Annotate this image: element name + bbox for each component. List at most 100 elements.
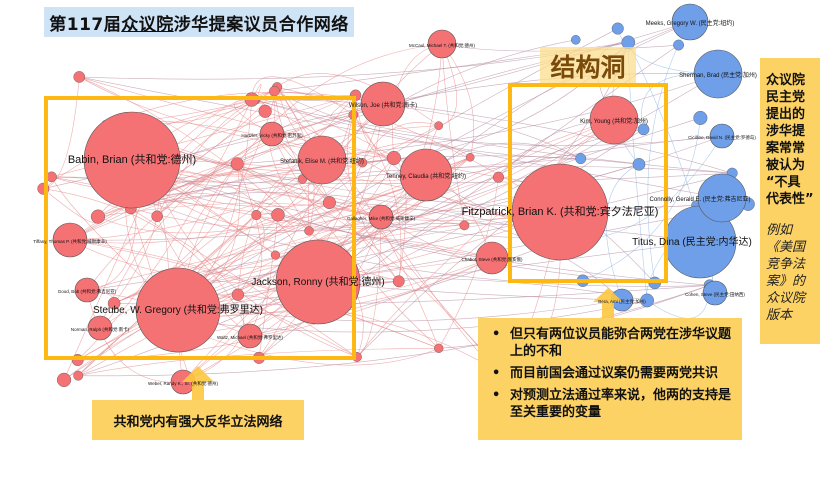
collaboration-edge [69, 125, 439, 241]
member-node-sherman [693, 49, 743, 99]
minor-member-node [492, 171, 505, 183]
member-node-cicilline [709, 123, 735, 149]
member-node-steube [135, 267, 221, 353]
callout-bullet: 对预测立法通过率来说，他两的支持是至关重要的变量 [488, 387, 732, 421]
side-line: 民主党 [766, 90, 806, 105]
minor-member-node [434, 343, 444, 353]
minor-member-node [270, 250, 280, 260]
collaboration-edge [356, 119, 615, 358]
member-node-tiffany [52, 222, 88, 258]
collaboration-edge [177, 241, 701, 311]
minor-member-node [575, 153, 587, 165]
structural-hole-label: 结构洞 [540, 47, 636, 85]
member-node-gallagher [368, 204, 394, 230]
callout-bullet: 而目前国会通过议案仍需要两党共识 [488, 365, 732, 382]
side-line: “不具 [766, 175, 801, 190]
collaboration-edge [130, 208, 358, 358]
side-line: 版本 [766, 308, 793, 323]
minor-member-node [465, 153, 475, 162]
minor-member-node [258, 104, 272, 118]
collaboration-edge [330, 95, 356, 119]
minor-member-node [230, 157, 244, 171]
collaboration-edge [130, 158, 581, 209]
collaboration-edge [236, 163, 263, 296]
minor-member-node [73, 370, 84, 381]
up-arrow-icon [182, 366, 214, 400]
side-line: 被认为 [766, 158, 806, 173]
collaboration-edge [86, 289, 184, 383]
collaboration-edge [77, 162, 363, 361]
collaboration-edge [169, 322, 439, 366]
republican-cluster-highlight-box [44, 96, 356, 360]
member-node-waltz [237, 323, 263, 349]
side-line: 众议院 [766, 291, 806, 306]
collaboration-edge [256, 99, 723, 146]
member-node-mccaul [427, 29, 457, 59]
side-line: 涉华提 [766, 124, 806, 139]
collaboration-edge [353, 114, 402, 282]
collaboration-edge [153, 300, 648, 333]
collaboration-edge [152, 172, 733, 293]
member-node-babin [83, 111, 181, 209]
side-line: 竞争法 [766, 257, 806, 272]
collaboration-edge [156, 94, 356, 217]
member-node-chabot [475, 241, 509, 275]
bridge-members-highlight-box [508, 83, 668, 283]
minor-member-node [693, 110, 708, 125]
collaboration-edge [236, 43, 443, 165]
collaboration-edge [156, 103, 384, 217]
member-node-kim [589, 95, 639, 145]
collaboration-edge [156, 99, 257, 217]
member-node-norman [87, 315, 113, 341]
minor-member-node [73, 71, 86, 83]
minor-member-node [271, 208, 285, 222]
collaboration-edge [78, 347, 439, 376]
collaboration-edge [79, 76, 723, 199]
side-line: 例如 [766, 223, 793, 238]
republican-network-callout: 共和党内有强大反华立法网络 [92, 400, 304, 440]
minor-member-node [637, 123, 650, 136]
member-node-wilson [360, 81, 406, 127]
bridge-members-callout: 但只有两位议员能弥合两党在涉华议题上的不和 而目前国会通过议案仍需要两党共识 对… [478, 318, 742, 440]
member-node-jackson [275, 239, 361, 325]
collaboration-edge [43, 188, 251, 337]
collaboration-edge [274, 90, 581, 159]
side-line: 案常常 [766, 141, 806, 156]
minor-member-node [322, 196, 336, 210]
minor-member-node [459, 220, 470, 231]
member-node-cohen [702, 280, 728, 306]
side-line: 众议院 [766, 73, 806, 88]
collaboration-edge [441, 43, 679, 52]
minor-member-node [304, 226, 314, 236]
minor-member-node [251, 209, 262, 220]
collaboration-edge [150, 72, 719, 168]
minor-member-node [90, 209, 106, 224]
collaboration-edge [356, 129, 644, 358]
member-node-tenney [399, 148, 453, 202]
collaboration-edge [249, 239, 562, 337]
collaboration-edge [256, 99, 581, 159]
collaboration-edge [97, 185, 412, 234]
side-line: 《美国 [766, 240, 806, 255]
side-line: 提出的 [766, 107, 806, 122]
side-line: 案》的 [766, 274, 806, 289]
side-callout-bold-text: 众议院 民主党 提出的 涉华提 案常常 被认为 “不具 代表性” [766, 72, 817, 208]
minor-member-node [56, 372, 72, 388]
minor-member-node [107, 297, 121, 310]
title-underlined: 众议院 [121, 14, 174, 35]
title-prefix: 第117届 [49, 14, 122, 35]
collaboration-edge [131, 159, 562, 240]
collaboration-edge [130, 192, 562, 240]
collaboration-edge [275, 236, 493, 259]
minor-member-node [231, 288, 245, 301]
collaboration-edge [69, 239, 439, 349]
collaboration-edge [277, 214, 710, 286]
collaboration-edge [271, 133, 439, 349]
minor-member-node [570, 35, 581, 45]
member-node-hartzler [259, 121, 285, 147]
page-title: 第117届众议院涉华提案议员合作网络 [44, 7, 354, 37]
network-nodes [52, 3, 747, 395]
minor-member-node [673, 39, 684, 51]
side-line: 代表性” [766, 192, 814, 207]
minor-member-node [386, 150, 401, 166]
